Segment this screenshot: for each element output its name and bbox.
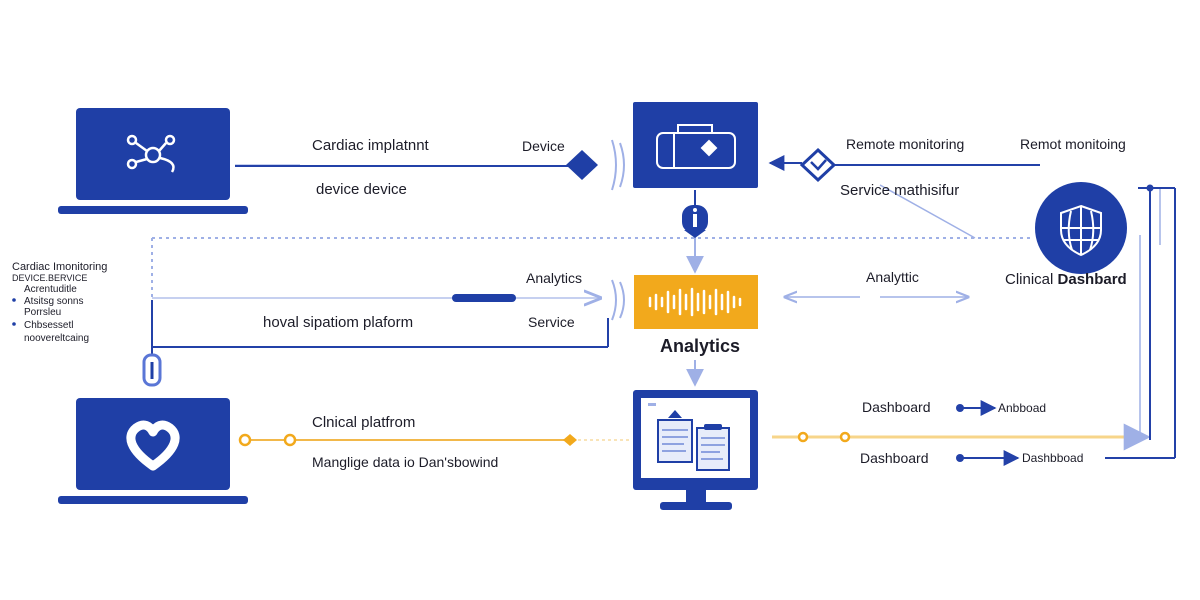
device-bracket-right [619,142,625,188]
waveform-icon [648,287,742,317]
device-box [633,102,758,188]
shield-globe-icon [1060,204,1102,257]
side-panel-line-2: Atsitsg sonns [24,296,83,307]
right-rail-node [1146,184,1154,192]
monitor-neck [686,490,706,502]
yellow-diamond [563,434,577,446]
analytics-box: Analytics [634,275,758,356]
dashbboad-node [956,454,964,462]
analytics-box-bg [634,275,758,329]
analytics-bracket-left [611,279,617,321]
label-clinical-platform: Clnical platfrom [312,414,415,431]
labels: Cardiac implatnnt device device Device R… [263,136,1127,470]
side-panel-line-1: Acrentuditle [24,284,77,295]
label-anbboad: Anbboad [998,401,1046,415]
label-dashboard-2: Dashboard [860,450,929,466]
side-panel: Cardiac Imonitoring DEVICE.BERVICE Acren… [12,261,107,344]
side-panel-subtitle: DEVICE.BERVICE [12,273,87,283]
info-node [682,205,708,233]
laptop-top-screen [76,108,230,200]
side-panel-line-3: Porrsleu [24,307,61,318]
label-remote-monitoring: Remote monitoring [846,136,964,152]
device-box-bg [633,102,758,188]
label-hoval-platform: hoval sipatiom plaform [263,314,413,331]
label-manage-data: Manglige data io Dan'sbowind [312,454,498,470]
device-bracket-left [611,139,617,191]
connector-service-diagonal [879,184,976,239]
side-panel-line-4: Chbsessetl [24,320,73,331]
laptop-top-base [58,206,248,214]
laptop-top [58,108,248,214]
info-icon [693,214,697,227]
laptop-bottom-base [58,496,248,504]
dashboard-yellow-node-2 [839,431,851,443]
anbboad-node [956,404,964,412]
side-panel-line-5: noovereltcaing [24,333,89,344]
remote-diamond [799,147,837,183]
label-service-mathisifur: Service mathisifur [840,182,959,199]
side-panel-bullet-2 [12,322,16,326]
device-diamond [566,150,598,180]
yellow-node-1 [238,433,252,447]
laptop-bottom [58,398,248,504]
remote-diamond-check [810,159,827,171]
label-analyttic: Analyttic [866,269,919,285]
dashboard-yellow-node-1 [797,431,809,443]
label-dashbboad: Dashbboad [1022,451,1083,465]
label-service: Service [528,314,575,330]
label-device: Device [522,138,565,154]
label-clinical-dashbard: Clinical Dashbard [1005,271,1127,288]
side-panel-bullet-1 [12,298,16,302]
shield-node [1035,182,1127,274]
network-nodes-icon [126,134,176,173]
label-analytics: Analytics [526,270,582,286]
heart-icon [126,420,180,471]
medical-case-icon [656,124,736,169]
label-dashboard-1: Dashboard [862,399,931,415]
analytics-bracket-right [619,281,625,319]
label-remot-monitoing: Remot monitoing [1020,136,1126,152]
document-clipboard-icon [648,403,730,471]
side-panel-title: Cardiac Imonitoring [12,261,107,273]
label-device-device: device device [316,181,407,198]
monitor-stand [660,502,732,510]
analytics-pill [452,294,516,302]
connectors [142,139,1176,466]
monitor [633,390,758,510]
yellow-node-2 [283,433,297,447]
label-cardiac-implant: Cardiac implatnnt [312,137,430,154]
analytics-box-caption: Analytics [660,336,740,356]
